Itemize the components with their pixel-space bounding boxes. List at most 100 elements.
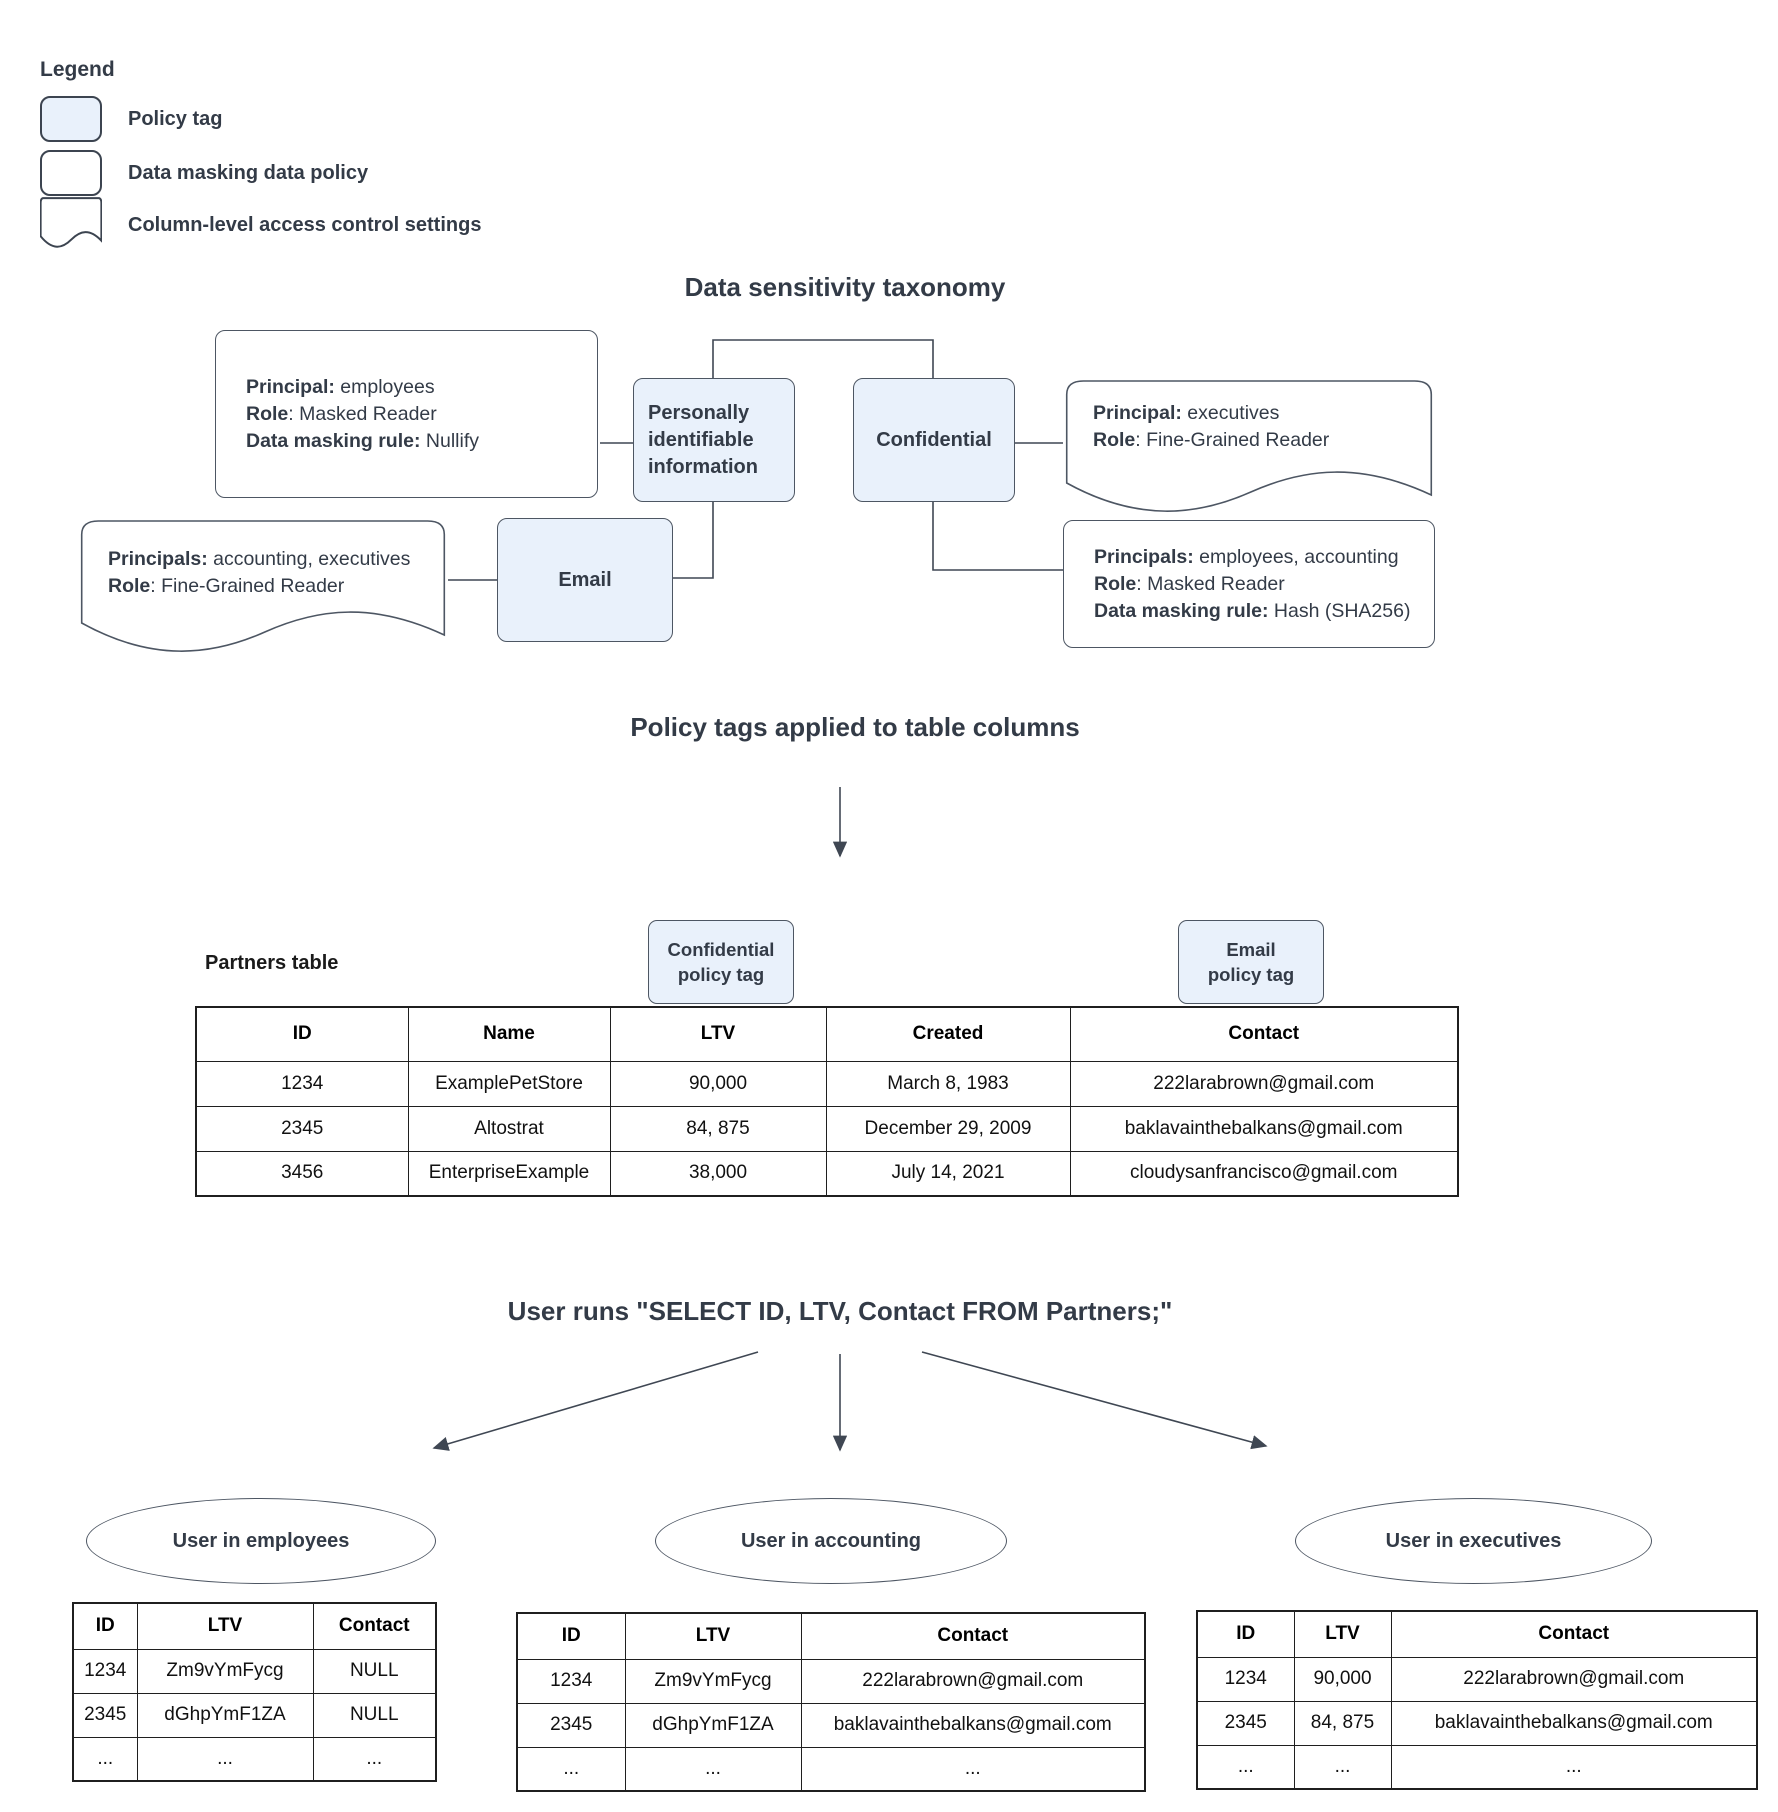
column-header: ID	[195, 1006, 409, 1062]
table-row: ... ... ...	[72, 1736, 437, 1782]
table-row: 1234 90,000 222larabrown@gmail.com	[1196, 1656, 1758, 1702]
cell: March 8, 1983	[825, 1060, 1071, 1107]
column-header: Created	[825, 1006, 1071, 1062]
policy-line: Role: Fine-Grained Reader	[1093, 427, 1427, 454]
document-shape	[78, 518, 448, 668]
column-header: Contact	[800, 1612, 1146, 1660]
policy-line: Data masking rule: Hash (SHA256)	[1094, 598, 1424, 625]
table-row: 1234 ExamplePetStore 90,000 March 8, 198…	[195, 1060, 1459, 1107]
cell: 2345	[516, 1702, 626, 1748]
policy-line-label: Principal:	[246, 375, 335, 398]
fan-arrow-right	[921, 1351, 1268, 1450]
cell: EnterpriseExample	[407, 1150, 611, 1197]
confidential-policy-tag-callout: Confidential policy tag	[648, 920, 794, 1004]
cell: 222larabrown@gmail.com	[1069, 1060, 1459, 1107]
policy-line: Role: Masked Reader	[1094, 571, 1424, 598]
table-row: 2345 dGhpYmF1ZA baklavainthebalkans@gmai…	[516, 1702, 1146, 1748]
group-ellipse-user-in-accounting: User in accounting	[655, 1498, 1007, 1584]
cell: 1234	[1196, 1656, 1295, 1702]
masking-policy-employees-nullify: Principal: employees Role: Masked Reader…	[215, 330, 598, 498]
policy-line: Principal: employees	[246, 374, 587, 401]
table-row: 1234 Zm9vYmFycg NULL	[72, 1648, 437, 1694]
policy-line-label: Principals:	[1094, 545, 1194, 568]
access-control-executives: Principal: executives Role: Fine-Grained…	[1063, 378, 1435, 528]
confidential-to-hash-connector	[932, 502, 1063, 571]
cell: ...	[800, 1746, 1146, 1792]
column-header: LTV	[624, 1612, 802, 1660]
cell: ...	[1390, 1744, 1758, 1790]
table-row: ... ... ...	[1196, 1744, 1758, 1790]
table-row: 2345 Altostrat 84, 875 December 29, 2009…	[195, 1105, 1459, 1152]
cell: 1234	[516, 1658, 626, 1704]
cell: Altostrat	[407, 1105, 611, 1152]
cell: 38,000	[609, 1150, 827, 1197]
policy-line: Role: Masked Reader	[246, 401, 587, 428]
cell: ...	[1196, 1744, 1295, 1790]
policy-line-label: Data masking rule:	[1094, 599, 1269, 622]
cell: December 29, 2009	[825, 1105, 1071, 1152]
table-header-row: ID Name LTV Created Contact	[195, 1006, 1459, 1062]
column-header: LTV	[136, 1602, 314, 1650]
cell: July 14, 2021	[825, 1150, 1071, 1197]
legend-item-label: Policy tag	[128, 107, 223, 130]
table-row: 1234 Zm9vYmFycg 222larabrown@gmail.com	[516, 1658, 1146, 1704]
column-header: LTV	[1293, 1610, 1392, 1658]
pii-to-email-connector	[673, 502, 714, 579]
policy-line: Principals: accounting, executives	[108, 546, 440, 573]
cell: ...	[72, 1736, 138, 1782]
table-header-row: ID LTV Contact	[516, 1612, 1146, 1660]
policy-line: Principal: executives	[1093, 400, 1427, 427]
policy-line-label: Principals:	[108, 548, 208, 570]
tag-line: Email	[1226, 939, 1276, 960]
legend-item-column-access: Column-level access control settings	[40, 200, 481, 250]
cell: 84, 875	[1293, 1700, 1392, 1746]
column-header: LTV	[609, 1006, 827, 1062]
masking-policy-hash: Principals: employees, accounting Role: …	[1063, 520, 1435, 648]
policy-line-label: Role	[108, 575, 151, 597]
email-policy-tag-callout: Email policy tag	[1178, 920, 1324, 1004]
policy-line: Data masking rule: Nullify	[246, 428, 587, 455]
cell: 222larabrown@gmail.com	[800, 1658, 1146, 1704]
cell: dGhpYmF1ZA	[624, 1702, 802, 1748]
cell: baklavainthebalkans@gmail.com	[1390, 1700, 1758, 1746]
policy-line-label: Role	[1094, 572, 1137, 595]
policy-line-value: Hash (SHA256)	[1268, 599, 1411, 622]
policy-tag-node-pii: Personally identifiable information	[633, 378, 795, 502]
policy-line-value: employees	[334, 375, 435, 398]
cell: 90,000	[609, 1060, 827, 1107]
cell: 90,000	[1293, 1656, 1392, 1702]
cell: NULL	[312, 1692, 437, 1738]
column-header: ID	[1196, 1610, 1295, 1658]
policy-line-value: : Fine-Grained Reader	[1135, 429, 1330, 451]
group-ellipse-user-in-employees: User in employees	[86, 1498, 436, 1584]
cell: dGhpYmF1ZA	[136, 1692, 314, 1738]
result-table-accounting: ID LTV Contact 1234 Zm9vYmFycg 222larabr…	[516, 1612, 1146, 1792]
tag-line: policy tag	[1207, 964, 1295, 985]
policy-tag-swatch-icon	[40, 96, 102, 142]
table-row: 2345 dGhpYmF1ZA NULL	[72, 1692, 437, 1738]
cell: ...	[516, 1746, 626, 1792]
data-policy-swatch-icon	[40, 150, 102, 196]
cell: cloudysanfrancisco@gmail.com	[1069, 1150, 1459, 1197]
table-header-row: ID LTV Contact	[1196, 1610, 1758, 1658]
cell: baklavainthebalkans@gmail.com	[800, 1702, 1146, 1748]
cell: ...	[624, 1746, 802, 1792]
tree-bracket-connector	[712, 339, 934, 379]
column-header: Contact	[312, 1602, 437, 1650]
policy-line-value: accounting, executives	[207, 548, 411, 570]
partners-table: ID Name LTV Created Contact 1234 Example…	[195, 1006, 1459, 1197]
cell: Zm9vYmFycg	[624, 1658, 802, 1704]
cell: 2345	[1196, 1700, 1295, 1746]
policy-line-label: Role	[246, 402, 289, 425]
policy-line-label: Role	[1093, 429, 1136, 451]
table-row: ... ... ...	[516, 1746, 1146, 1792]
document-shape-swatch-icon	[40, 197, 102, 253]
legend-item-label: Column-level access control settings	[128, 213, 482, 236]
policy-lines: Principals: accounting, executives Role:…	[108, 546, 440, 600]
policy-line-value: : Masked Reader	[1136, 572, 1285, 595]
policy-line: Role: Fine-Grained Reader	[108, 573, 440, 600]
column-header: Contact	[1390, 1610, 1758, 1658]
policy-tag-node-confidential: Confidential	[853, 378, 1015, 502]
table-row: 2345 84, 875 baklavainthebalkans@gmail.c…	[1196, 1700, 1758, 1746]
